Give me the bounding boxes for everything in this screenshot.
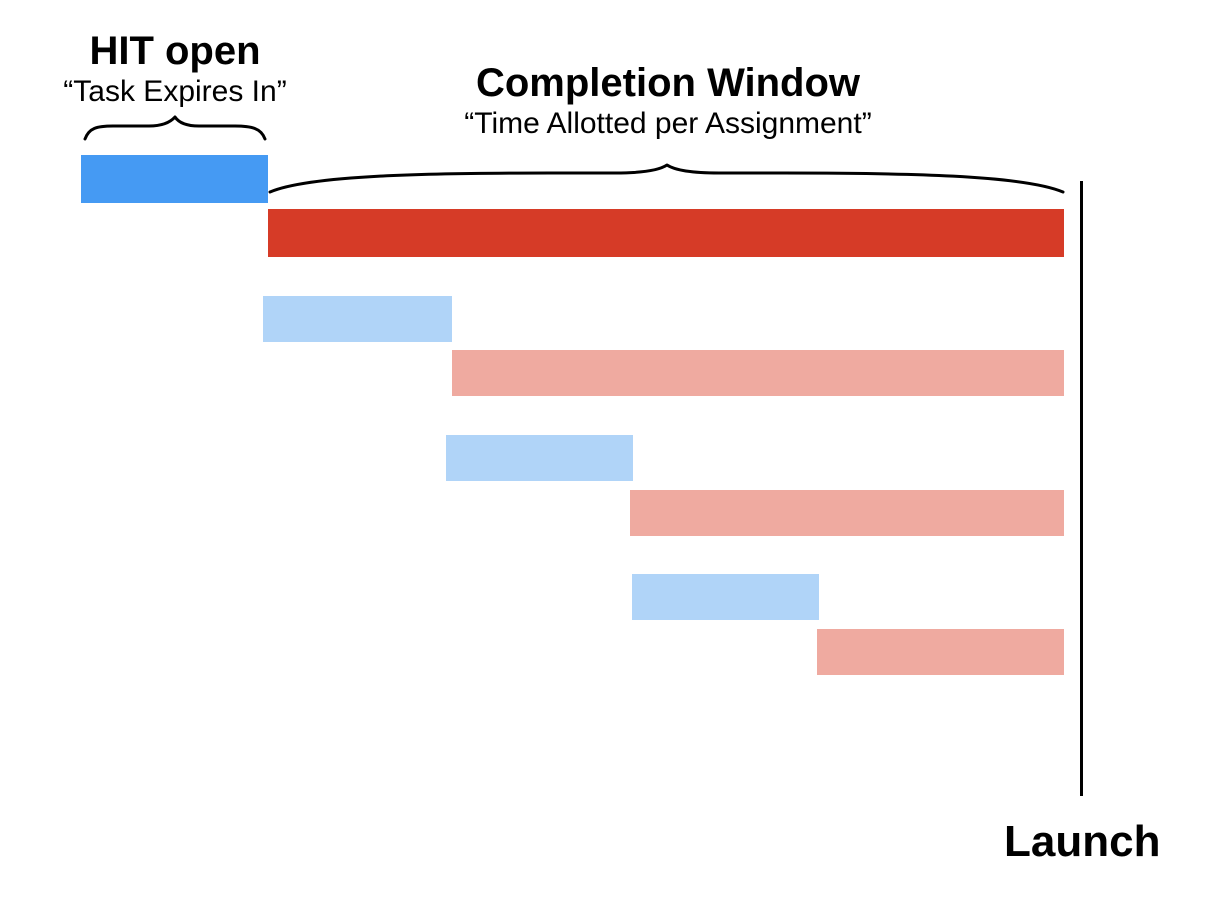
- launch-label: Launch: [1004, 817, 1161, 866]
- completion-window-label-group: Completion Window “Time Allotted per Ass…: [416, 60, 920, 142]
- completion-window-bar-4: [817, 629, 1064, 675]
- launch-line: [1080, 181, 1083, 796]
- hit-open-bar-2: [263, 296, 452, 342]
- hit-open-bar: [81, 155, 268, 203]
- completion-window-subtitle: “Time Allotted per Assignment”: [464, 107, 872, 140]
- completion-window-bar: [268, 209, 1064, 257]
- completion-window-brace-icon: [268, 163, 1065, 194]
- hit-open-title: HIT open: [89, 29, 261, 73]
- completion-window-bar-2: [452, 350, 1064, 396]
- hit-open-brace-icon: [83, 115, 267, 141]
- completion-window-bar-3: [630, 490, 1064, 536]
- completion-window-title: Completion Window: [475, 61, 861, 105]
- hit-open-label-group: HIT open “Task Expires In”: [20, 28, 330, 110]
- hit-open-bar-4: [632, 574, 819, 620]
- hit-open-subtitle: “Task Expires In”: [63, 75, 287, 108]
- hit-open-bar-3: [446, 435, 633, 481]
